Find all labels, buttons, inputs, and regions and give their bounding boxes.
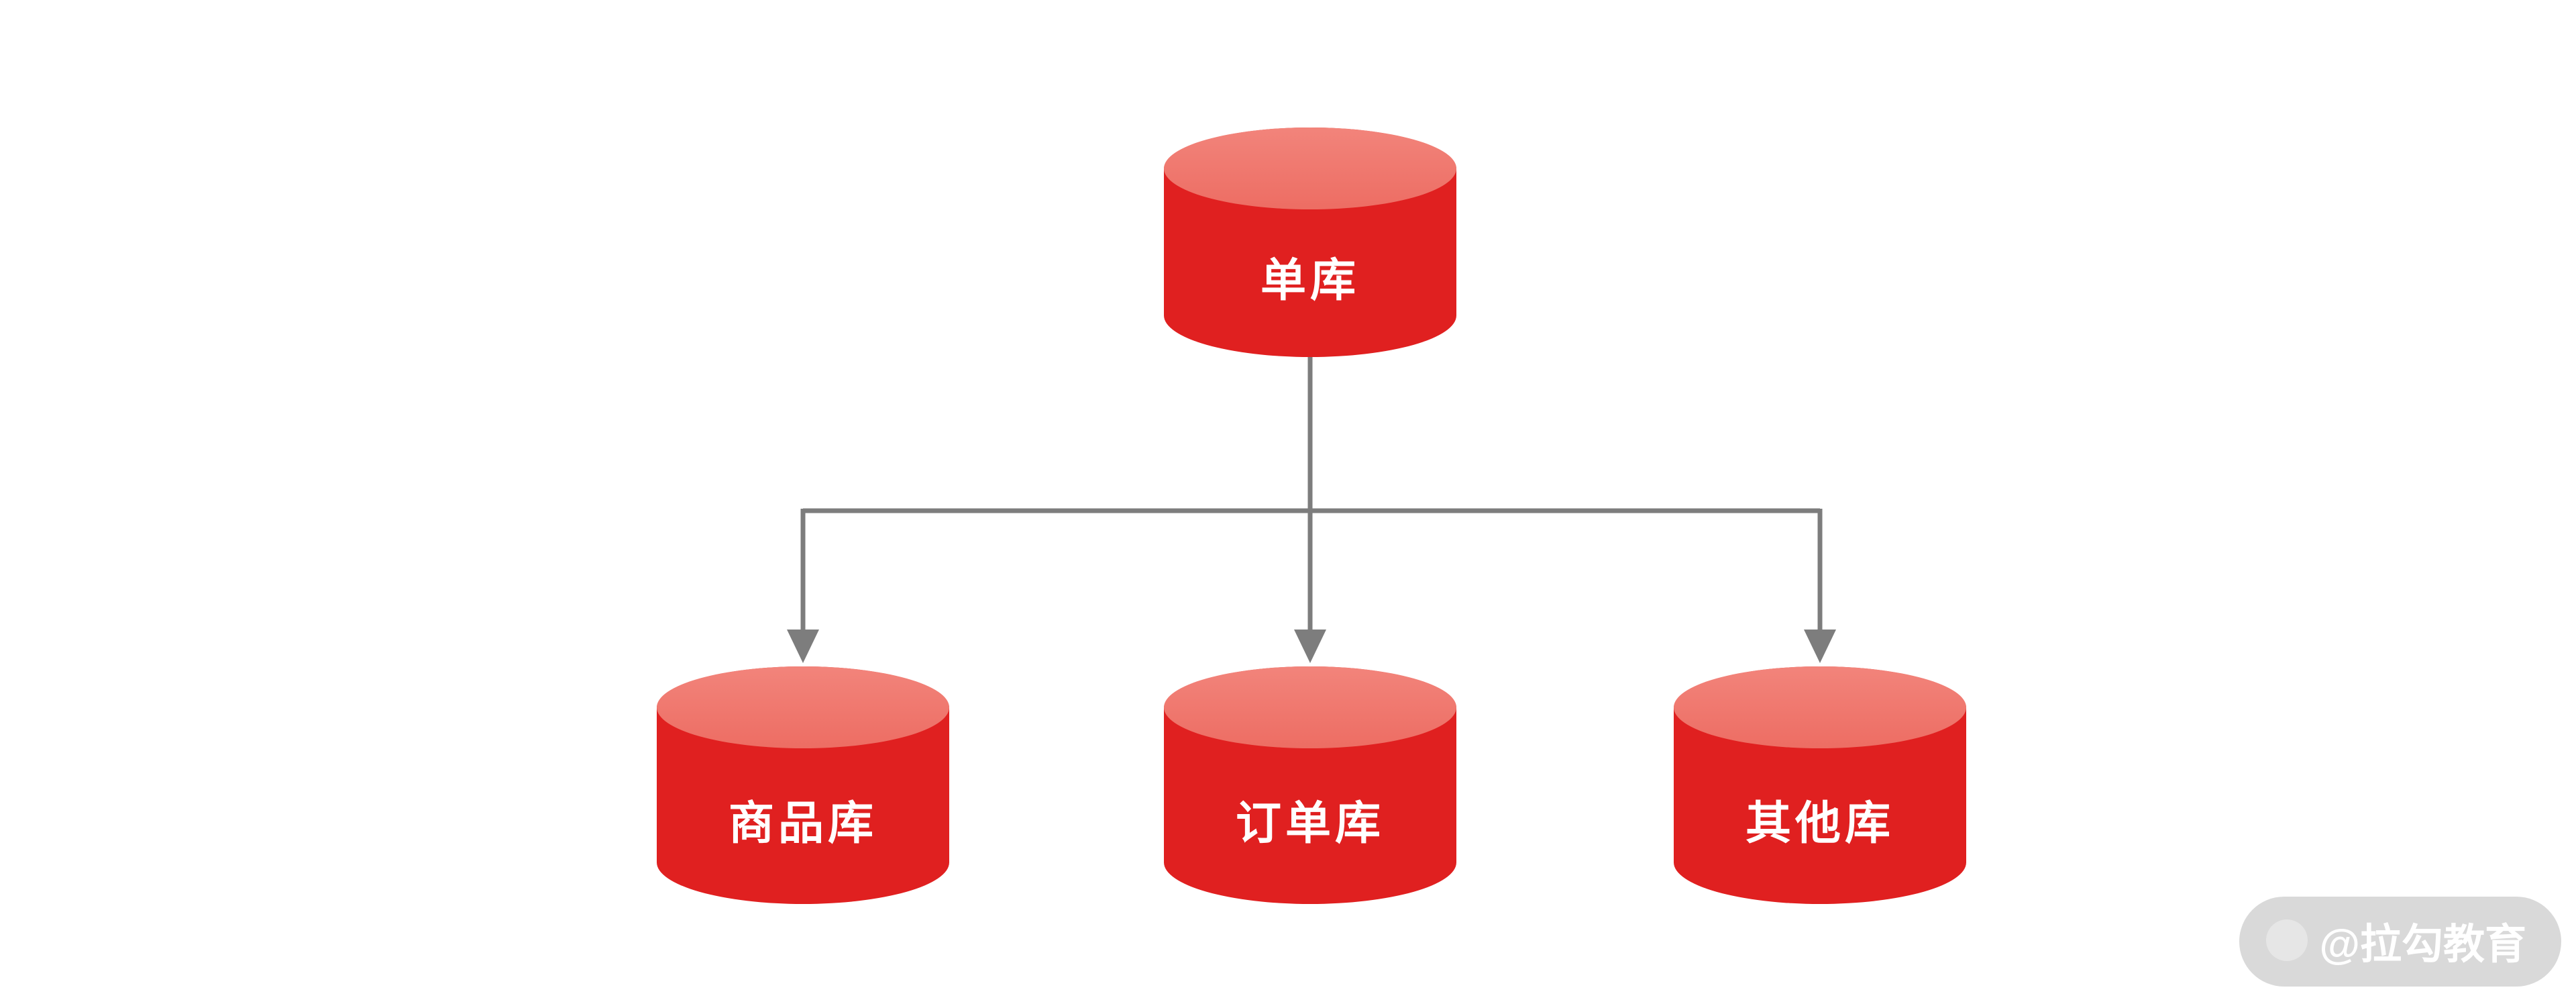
db-label-root: 单库 (1260, 255, 1360, 306)
db-label-others: 其他库 (1745, 798, 1894, 849)
db-cylinder-orders: 订单库 (1164, 666, 1456, 904)
watermark-logo-icon (2265, 919, 2308, 961)
db-cylinder-root: 单库 (1164, 128, 1456, 357)
db-cylinder-others: 其他库 (1674, 666, 1966, 904)
cylinder-top-ellipse (1674, 666, 1966, 748)
cylinder-top-ellipse (1164, 666, 1456, 748)
arrowhead-down-icon (787, 630, 819, 663)
cylinder-top-ellipse (657, 666, 949, 748)
cylinder-top-ellipse (1164, 128, 1456, 209)
arrowhead-down-icon (1294, 630, 1326, 663)
db-label-orders: 订单库 (1235, 798, 1385, 849)
watermark-text: @拉勾教育 (2319, 921, 2526, 968)
arrowhead-down-icon (1804, 630, 1836, 663)
db-label-products: 商品库 (728, 798, 877, 849)
db-cylinder-products: 商品库 (657, 666, 949, 904)
watermark-badge: @拉勾教育 (2239, 897, 2561, 987)
